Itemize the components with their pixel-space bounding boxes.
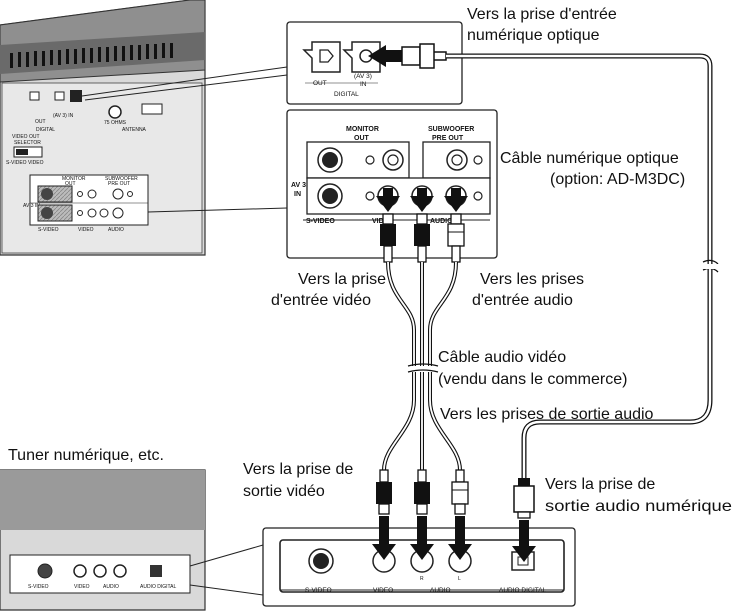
label-video-output-1: Vers la prise de xyxy=(243,461,353,478)
leader-line-av xyxy=(147,207,288,213)
tuner-video-label: VIDEO xyxy=(373,587,393,594)
digital-out-label: OUT xyxy=(313,80,327,87)
receiver-unit: OUT (AV 3) IN DIGITAL 75 OHMS ANTENNA VI… xyxy=(0,0,206,256)
rear-monitor-label-1: MONITOR xyxy=(62,176,86,182)
rear-digital-label: DIGITAL xyxy=(36,127,55,133)
tuner-s-video-label: S-VIDEO xyxy=(305,587,332,594)
rear-av3-label: AV 3 IN xyxy=(23,203,40,209)
tuner-small-audio-digital: AUDIO DIGITAL xyxy=(140,584,177,590)
rear-s-video-label: S-VIDEO xyxy=(38,227,59,233)
label-av-cable-1: Câble audio vidéo xyxy=(438,349,566,366)
rear-selector-label-1: VIDEO OUT xyxy=(12,134,40,140)
rear-out-label: OUT xyxy=(35,119,46,125)
rca-plugs-top xyxy=(380,213,465,263)
rear-sub-label-1: SUBWOOFER xyxy=(105,176,138,182)
tuner-device: S-VIDEO VIDEO AUDIO AUDIO DIGITAL xyxy=(0,469,206,611)
rear-monitor-label-2: OUT xyxy=(65,181,76,187)
label-video-input-1: Vers la prise xyxy=(298,271,386,288)
tuner-small-audio: AUDIO xyxy=(103,584,119,590)
label-audio-input-2: d'entrée audio xyxy=(472,292,573,309)
label-video-output-2: sortie vidéo xyxy=(243,483,325,500)
tuner-l-label: L xyxy=(458,576,461,582)
tuner-output-panel: S-VIDEO VIDEO R AUDIO L AUDIO DIGITAL xyxy=(262,527,576,607)
tuner-r-label: R xyxy=(420,576,424,582)
label-video-input-2: d'entrée vidéo xyxy=(271,292,371,309)
av-s-video-label: S-VIDEO xyxy=(306,218,335,225)
rca-plugs-bottom xyxy=(376,469,535,519)
rear-selector-label-2: SELECTOR xyxy=(14,140,41,146)
rear-av3-in-label: (AV 3) IN xyxy=(53,113,74,119)
label-audio-output: Vers les prises de sortie audio xyxy=(440,406,654,423)
av3-label: AV 3 xyxy=(291,182,306,189)
digital-in-panel: OUT (AV 3) IN DIGITAL xyxy=(286,21,463,105)
monitor-out-label: OUT xyxy=(354,135,370,142)
leader-line-digital xyxy=(81,66,288,97)
tuner-audio-digital-label: AUDIO DIGITAL xyxy=(499,587,547,594)
tuner-audio-label: AUDIO xyxy=(430,587,451,594)
label-optical-cable-1: Câble numérique optique xyxy=(500,150,679,167)
label-digital-output-1: Vers la prise de xyxy=(545,476,655,493)
input-arrows xyxy=(376,188,468,212)
tuner-small-s-video: S-VIDEO xyxy=(28,584,49,590)
label-av-cable-2: (vendu dans le commerce) xyxy=(438,371,627,388)
label-digital-output-2: sortie audio numérique xyxy=(545,498,732,515)
rear-antenna-label: ANTENNA xyxy=(122,127,147,133)
label-optical-input-2: numérique optique xyxy=(467,27,600,44)
label-audio-input-1: Vers les prises xyxy=(480,271,584,288)
digital-av3-label: (AV 3) xyxy=(354,73,372,80)
rear-video-label: VIDEO xyxy=(78,227,94,233)
subwoofer-pre-out-label: PRE OUT xyxy=(432,135,464,142)
subwoofer-label: SUBWOOFER xyxy=(428,126,474,133)
rear-sub-label-2: PRE OUT xyxy=(108,181,130,187)
output-arrows xyxy=(372,516,536,562)
av-audio-label: AUDIO xyxy=(430,218,453,225)
rear-vents xyxy=(10,43,173,68)
leader-line-digital-2 xyxy=(84,74,288,101)
rear-s-video-video-label: S-VIDEO VIDEO xyxy=(6,160,44,166)
tuner-small-video: VIDEO xyxy=(74,584,90,590)
label-optical-input-1: Vers la prise d'entrée xyxy=(467,6,617,23)
monitor-label: MONITOR xyxy=(346,126,379,133)
rear-ohm-label: 75 OHMS xyxy=(104,120,127,126)
av3-in-label: IN xyxy=(294,191,301,198)
digital-label: DIGITAL xyxy=(334,91,359,98)
rear-audio-label: AUDIO xyxy=(108,227,124,233)
label-optical-cable-2: (option: AD-M3DC) xyxy=(550,171,685,188)
label-tuner: Tuner numérique, etc. xyxy=(8,447,164,464)
digital-in-label: IN xyxy=(360,81,367,88)
